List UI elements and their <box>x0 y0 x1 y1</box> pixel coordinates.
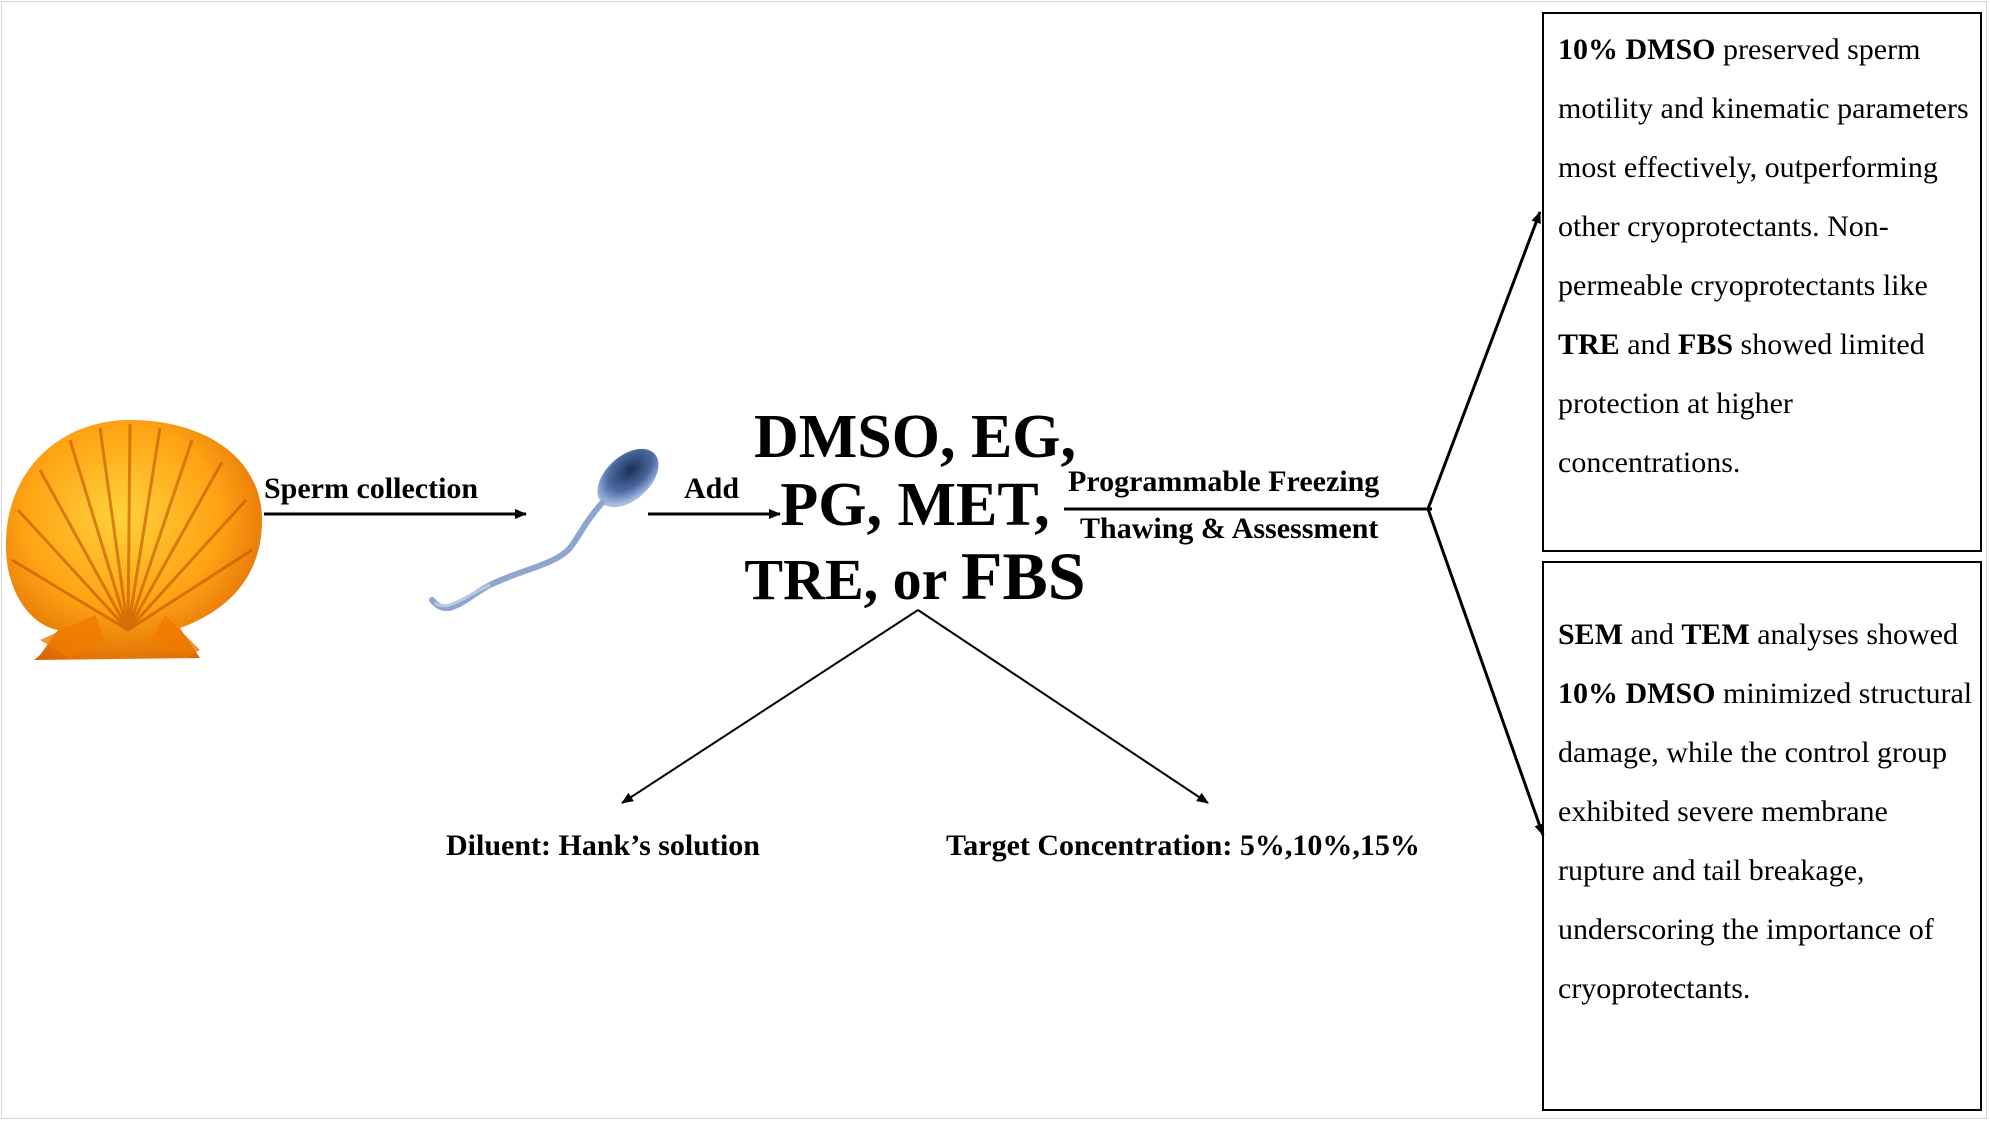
thawing-assessment-label: Thawing & Assessment <box>1080 512 1379 545</box>
bottom-result-segment: analyses showed <box>1749 618 1958 651</box>
arrow-to-result-bottom <box>1426 508 1545 836</box>
cryoprotectant-line-2: PG, MET, <box>780 471 1050 540</box>
arrow-to-concentration <box>917 609 1209 804</box>
arrow-to-diluent <box>621 609 919 804</box>
result-box-ultrastructure: SEM and TEM analyses showed 10% DMSO min… <box>1542 561 1982 1111</box>
diluent-label: Diluent: Hank’s solution <box>446 829 760 862</box>
bottom-result-segment: and <box>1623 618 1682 651</box>
cryoprotectant-line-3: TRE, or FBS <box>700 539 1130 614</box>
bottom-result-segment: minimized structural damage, while the c… <box>1558 677 1973 1005</box>
top-result-segment: showed limited protection at higher conc… <box>1558 328 1925 479</box>
add-label: Add <box>684 472 740 505</box>
result-box-motility: 10% DMSO preserved sperm motility and ki… <box>1542 12 1982 552</box>
sperm-collection-label: Sperm collection <box>264 472 479 505</box>
cryoprotectant-line-1: DMSO, EG, <box>753 403 1077 471</box>
target-concentration-label: Target Concentration: 5%,10%,15% <box>946 829 1420 862</box>
cryoprotectant-fbs: FBS <box>960 538 1086 615</box>
bottom-result-segment: SEM <box>1558 618 1624 651</box>
top-result-segment: 10% DMSO <box>1558 33 1716 66</box>
bottom-result-segment: TEM <box>1681 618 1750 651</box>
cryoprotectant-list: DMSO, EG, PG, MET, TRE, or FBS <box>700 403 1130 614</box>
bottom-result-segment: 10% DMSO <box>1558 677 1716 710</box>
programmable-freezing-label: Programmable Freezing <box>1068 465 1380 498</box>
top-result-segment: TRE <box>1558 328 1620 361</box>
top-result-segment: preserved sperm motility and kinematic p… <box>1558 33 1969 302</box>
top-result-segment: and <box>1619 328 1679 361</box>
top-result-segment: FBS <box>1678 328 1734 361</box>
arrow-to-result-top <box>1426 211 1542 510</box>
cryoprotectant-line-3-prefix: TRE, or <box>744 547 961 613</box>
